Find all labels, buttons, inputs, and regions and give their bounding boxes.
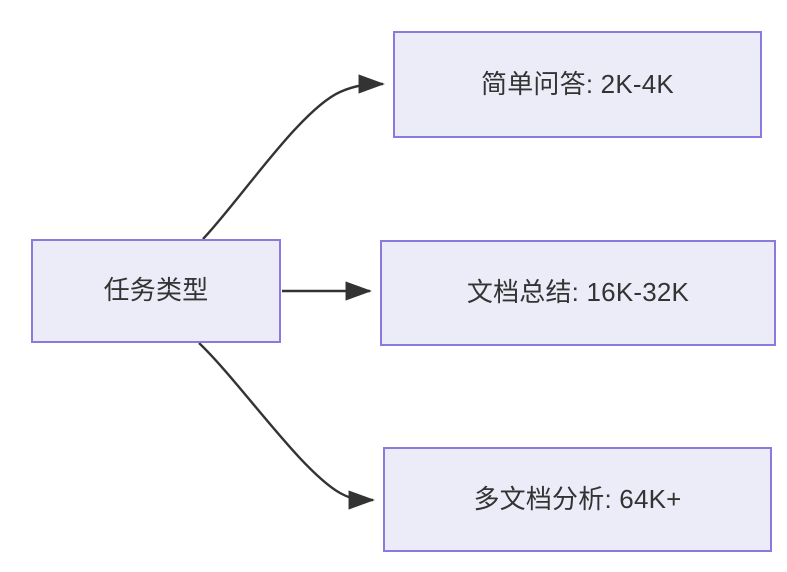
edge-root-to-qa	[202, 74, 385, 240]
node-document-summary-label: 文档总结: 16K-32K	[466, 277, 690, 308]
node-simple-qa-label: 简单问答: 2K-4K	[481, 68, 674, 99]
node-multi-document-analysis[interactable]: 多文档分析: 64K+	[383, 447, 772, 552]
node-simple-qa[interactable]: 简单问答: 2K-4K	[393, 31, 762, 138]
edge-root-to-multidoc	[198, 342, 375, 510]
node-multi-document-analysis-label: 多文档分析: 64K+	[473, 483, 682, 514]
node-task-type-label: 任务类型	[103, 275, 209, 306]
node-document-summary[interactable]: 文档总结: 16K-32K	[380, 240, 776, 346]
node-task-type[interactable]: 任务类型	[31, 239, 281, 343]
